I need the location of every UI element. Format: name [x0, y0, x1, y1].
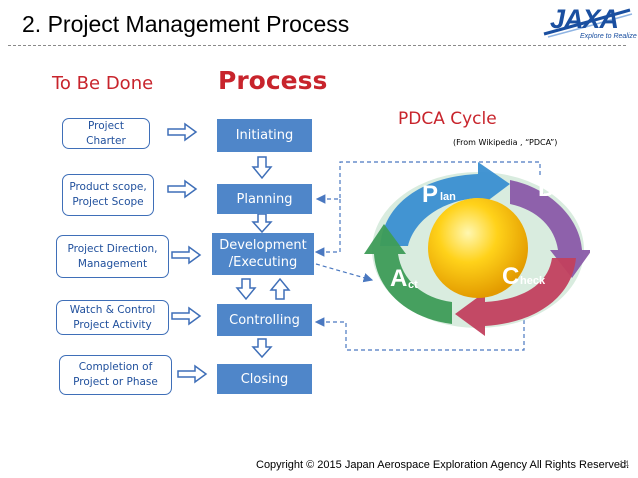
pdca-act-segment [364, 224, 452, 324]
process-controlling: Controlling [217, 304, 312, 336]
todo-watch-control: Watch & Control Project Activity [56, 300, 169, 335]
process-heading: Process [218, 66, 328, 95]
down-arrow-icon [251, 213, 273, 234]
page-number: 14 [619, 459, 630, 469]
jaxa-logo: JAXA Explore to Realize [538, 4, 637, 44]
pdca-check-rest: heck [520, 275, 546, 287]
down-arrow-icon [251, 338, 273, 359]
slide-title: 2. Project Management Process [22, 11, 350, 37]
pdca-plan-rest: lan [440, 191, 456, 203]
todo-project-direction: Project Direction, Management [56, 235, 169, 278]
logo-tagline: Explore to Realize [580, 33, 637, 40]
pdca-check-letter: C [502, 263, 519, 290]
down-arrow-icon [251, 156, 273, 180]
pdca-do-letter: D [538, 175, 555, 202]
process-initiating: Initiating [217, 119, 312, 152]
todo-product-scope: Product scope, Project Scope [62, 174, 154, 216]
title-divider [8, 45, 626, 46]
pdca-plan-letter: P [422, 181, 438, 208]
connector-do-to-executing [314, 199, 341, 257]
process-planning: Planning [217, 184, 312, 214]
right-arrow-icon [171, 245, 202, 265]
pdca-check-segment [455, 258, 576, 336]
up-arrow-icon [269, 277, 291, 300]
pdca-source: (From Wikipedia , “PDCA”) [453, 138, 558, 147]
pdca-plan-segment [380, 162, 510, 246]
copyright-footer: Copyright © 2015 Japan Aerospace Explora… [256, 459, 630, 471]
process-closing: Closing [217, 364, 312, 394]
right-arrow-icon [167, 122, 198, 142]
right-arrow-icon [177, 364, 208, 384]
connector-plan-to-planning [315, 161, 413, 204]
connector-executing-to-act [315, 263, 374, 283]
connector-check-to-controlling [314, 292, 525, 351]
logo-swoosh-icon [543, 8, 633, 38]
pdca-cycle-diagram: P lan D o C heck A ct [364, 162, 590, 336]
pdca-title: PDCA Cycle [398, 109, 497, 129]
pdca-act-letter: A [390, 265, 407, 292]
to-be-done-heading: To Be Done [52, 73, 154, 94]
process-executing: Development /Executing [212, 233, 314, 275]
pdca-act-rest: ct [408, 279, 418, 291]
down-arrow-icon [235, 278, 257, 301]
todo-completion: Completion of Project or Phase [59, 355, 172, 395]
right-arrow-icon [167, 179, 198, 199]
logo-wordmark: JAXA [550, 4, 619, 34]
pdca-do-rest: o [556, 189, 563, 201]
todo-project-charter: Project Charter [62, 118, 150, 149]
pdca-center-sphere [428, 198, 528, 298]
right-arrow-icon [171, 306, 202, 326]
pdca-do-segment [510, 180, 590, 278]
